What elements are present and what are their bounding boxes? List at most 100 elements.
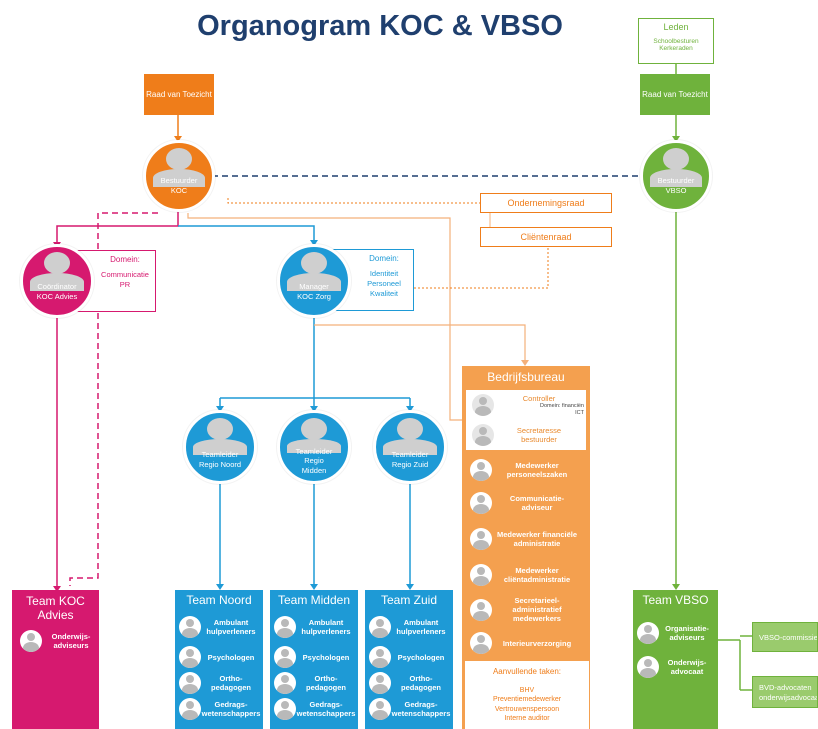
person-icon <box>369 698 391 720</box>
team-midden-item: Gedrags-wetenschappers <box>274 698 356 720</box>
person-icon <box>369 646 391 668</box>
person-icon <box>274 646 296 668</box>
leden-title: Leden <box>663 22 689 32</box>
person-icon <box>179 672 201 694</box>
bestuurder-vbso-l2: VBSO <box>665 185 687 195</box>
aanvullend-title: Aanvullende taken: <box>492 667 562 676</box>
team-item-label: Ambulant hulpverleners <box>206 618 256 636</box>
team-noord-item: Psychologen <box>179 646 261 668</box>
leden-sub2: Kerkeraden <box>659 45 693 52</box>
team-zuid-item: Gedrags-wetenschappers <box>369 698 451 720</box>
coordinator-l2: KOC Advies <box>36 291 78 301</box>
person-icon <box>472 424 494 446</box>
team-item-label: Psychologen <box>207 652 255 662</box>
vbso-commissie-label: VBSO-commissie <box>759 633 818 642</box>
team-noord: Team Noord Ambulant hulpverleners Psycho… <box>175 590 263 729</box>
person-icon <box>470 528 492 550</box>
person-icon <box>470 564 492 586</box>
team-item-label: Psychologen <box>302 652 350 662</box>
clientenraad-label: Cliëntenraad <box>520 232 572 242</box>
aanvullend-item: Interne auditor <box>504 715 550 723</box>
controller-domain-ict: ICT <box>575 409 584 416</box>
team-vbso: Team VBSO Organisatie-adviseurs Onderwij… <box>633 590 718 729</box>
bedrijfsbureau-top-box: Controller Domein: financiën ICT Secreta… <box>466 390 586 450</box>
leden-box: Leden Schoolbesturen Kerkeraden <box>638 18 714 64</box>
team-vbso-title: Team VBSO <box>642 593 709 607</box>
raad-vbso-label: Raad van Toezicht <box>642 89 708 99</box>
person-icon <box>470 492 492 514</box>
team-item-label: Onderwijs-advocaat <box>667 658 707 676</box>
teamleider-midden-l1: Teamleider <box>295 446 333 456</box>
aanvullend-box: Aanvullende taken: BHV Preventiemedewerk… <box>464 660 590 729</box>
team-vbso-item: Organisatie-adviseurs <box>637 622 715 644</box>
team-item-label: Gedrags-wetenschappers <box>391 700 451 718</box>
person-icon <box>20 630 42 652</box>
person-icon <box>637 622 659 644</box>
team-midden-item: Ortho-pedagogen <box>274 672 356 694</box>
teamleider-regio-noord: Teamleider Regio Noord <box>183 410 257 484</box>
bedrijfsbureau-panel: Bedrijfsbureau Controller Domein: financ… <box>462 366 590 729</box>
manager-l2: KOC Zorg <box>297 291 331 301</box>
bb-item-clientadministratie: Medewerker cliëntadministratie <box>470 564 582 586</box>
team-item-label: Psychologen <box>397 652 445 662</box>
team-item-label: Ambulant hulpverleners <box>301 618 351 636</box>
team-noord-title: Team Noord <box>186 593 252 607</box>
team-midden-item: Ambulant hulpverleners <box>274 616 356 638</box>
domain-zorg-l3: Kwaliteit <box>370 289 398 299</box>
domain-koc-l2: PR <box>119 279 131 289</box>
bb-item-personeelszaken: Medewerker personeelszaken <box>470 459 582 481</box>
secretaresse-label: Secretaresse bestuurder <box>516 426 562 444</box>
bestuurder-koc: Bestuurder KOC <box>143 140 215 212</box>
raad-koc-label: Raad van Toezicht <box>146 89 212 99</box>
team-koc-advies: Team KOC Advies Onderwijs-adviseurs <box>12 590 99 729</box>
team-vbso-item: Onderwijs-advocaat <box>637 656 715 678</box>
team-koc-title: Team KOC Advies <box>26 594 85 623</box>
bb-item-label: Communicatie-adviseur <box>509 494 565 512</box>
manager-l1: Manager <box>299 282 329 292</box>
team-item-label: Ortho-pedagogen <box>305 674 346 692</box>
coordinator-l1: Coördinator <box>37 282 77 292</box>
team-koc-item: Onderwijs-adviseurs <box>20 630 96 652</box>
leden-sub1: Schoolbesturen <box>653 38 699 45</box>
person-icon <box>470 459 492 481</box>
bestuurder-koc-l2: KOC <box>170 185 188 195</box>
team-noord-item: Ambulant hulpverleners <box>179 616 261 638</box>
team-item-label: Ambulant hulpverleners <box>396 618 446 636</box>
domain-zorg-l1: Identiteit <box>369 268 399 278</box>
bb-item-label: Secretarieel-administratief medewerkers <box>512 596 562 623</box>
team-zuid-item: Psychologen <box>369 646 451 668</box>
raad-van-toezicht-vbso: Raad van Toezicht <box>640 74 710 115</box>
team-zuid-item: Ambulant hulpverleners <box>369 616 451 638</box>
teamleider-regio-zuid: Teamleider Regio Zuid <box>373 410 447 484</box>
secretaresse-row: Secretaresse bestuurder <box>472 424 584 446</box>
bvd-l2: onderwijsadvocaat <box>759 692 818 702</box>
team-koc-item-label: Onderwijs-adviseurs <box>51 632 91 650</box>
teamleider-midden-l3: Midden <box>301 465 327 475</box>
bb-item-secretarieel: Secretarieel-administratief medewerkers <box>470 596 582 623</box>
page-title: Organogram KOC & VBSO <box>197 10 563 42</box>
teamleider-noord-l1: Teamleider <box>201 450 239 460</box>
team-zuid-item: Ortho-pedagogen <box>369 672 451 694</box>
ondernemingsraad-label: Ondernemingsraad <box>507 198 585 208</box>
team-midden-title: Team Midden <box>277 593 351 607</box>
person-icon <box>470 632 492 654</box>
person-icon <box>369 672 391 694</box>
vbso-commissie-box: VBSO-commissie <box>752 622 818 652</box>
bvd-advocaten-box: BVD-advocaten onderwijsadvocaat <box>752 676 818 708</box>
team-midden-item: Psychologen <box>274 646 356 668</box>
teamleider-midden-l2: Regio <box>304 456 324 466</box>
bestuurder-vbso-l1: Bestuurder <box>657 176 695 186</box>
bb-item-label: Medewerker personeelszaken <box>506 461 568 479</box>
manager-koc-zorg: Manager KOC Zorg <box>277 244 351 318</box>
team-zuid: Team Zuid Ambulant hulpverleners Psychol… <box>365 590 453 729</box>
teamleider-zuid-l2: Regio Zuid <box>391 459 429 469</box>
bb-item-label: Medewerker cliëntadministratie <box>503 566 571 584</box>
raad-van-toezicht-koc: Raad van Toezicht <box>144 74 214 115</box>
bb-item-communicatie: Communicatie-adviseur <box>470 492 582 514</box>
person-icon <box>472 394 494 417</box>
aanvullend-item: BHV <box>519 686 535 694</box>
bb-item-label: Medewerker financiële administratie <box>496 530 578 548</box>
person-icon <box>274 672 296 694</box>
